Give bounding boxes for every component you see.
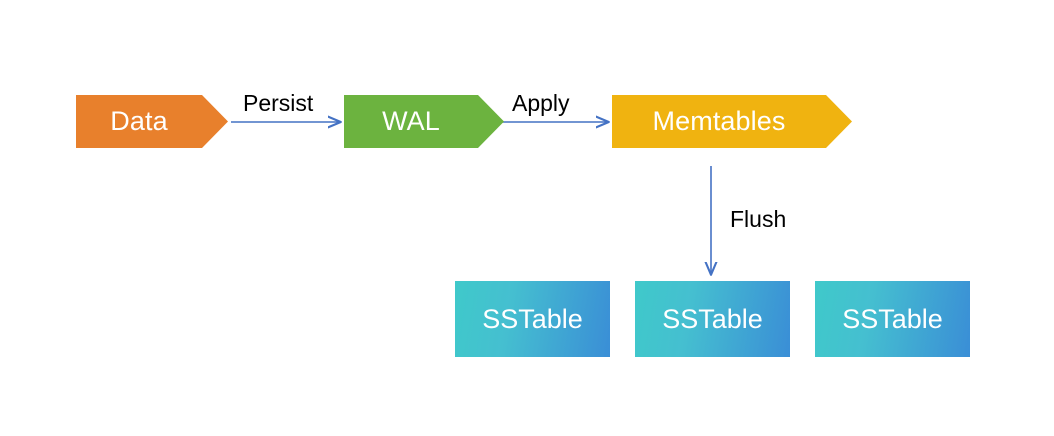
node-memtables[interactable]: Memtables	[612, 95, 852, 148]
node-sstable-2-label: SSTable	[662, 303, 763, 334]
node-sstable-3[interactable]: SSTable	[815, 281, 970, 357]
edge-label-apply: Apply	[512, 90, 570, 116]
node-sstable-2[interactable]: SSTable	[635, 281, 790, 357]
edge-label-flush: Flush	[730, 206, 787, 232]
node-data[interactable]: Data	[76, 95, 228, 148]
node-sstable-3-label: SSTable	[842, 303, 943, 334]
node-sstable-1-label: SSTable	[482, 303, 583, 334]
edge-label-persist: Persist	[243, 90, 314, 116]
node-wal[interactable]: WAL	[344, 95, 504, 148]
node-sstable-1[interactable]: SSTable	[455, 281, 610, 357]
node-wal-label: WAL	[382, 106, 440, 136]
node-data-label: Data	[110, 106, 168, 136]
node-memtables-label: Memtables	[652, 106, 786, 136]
